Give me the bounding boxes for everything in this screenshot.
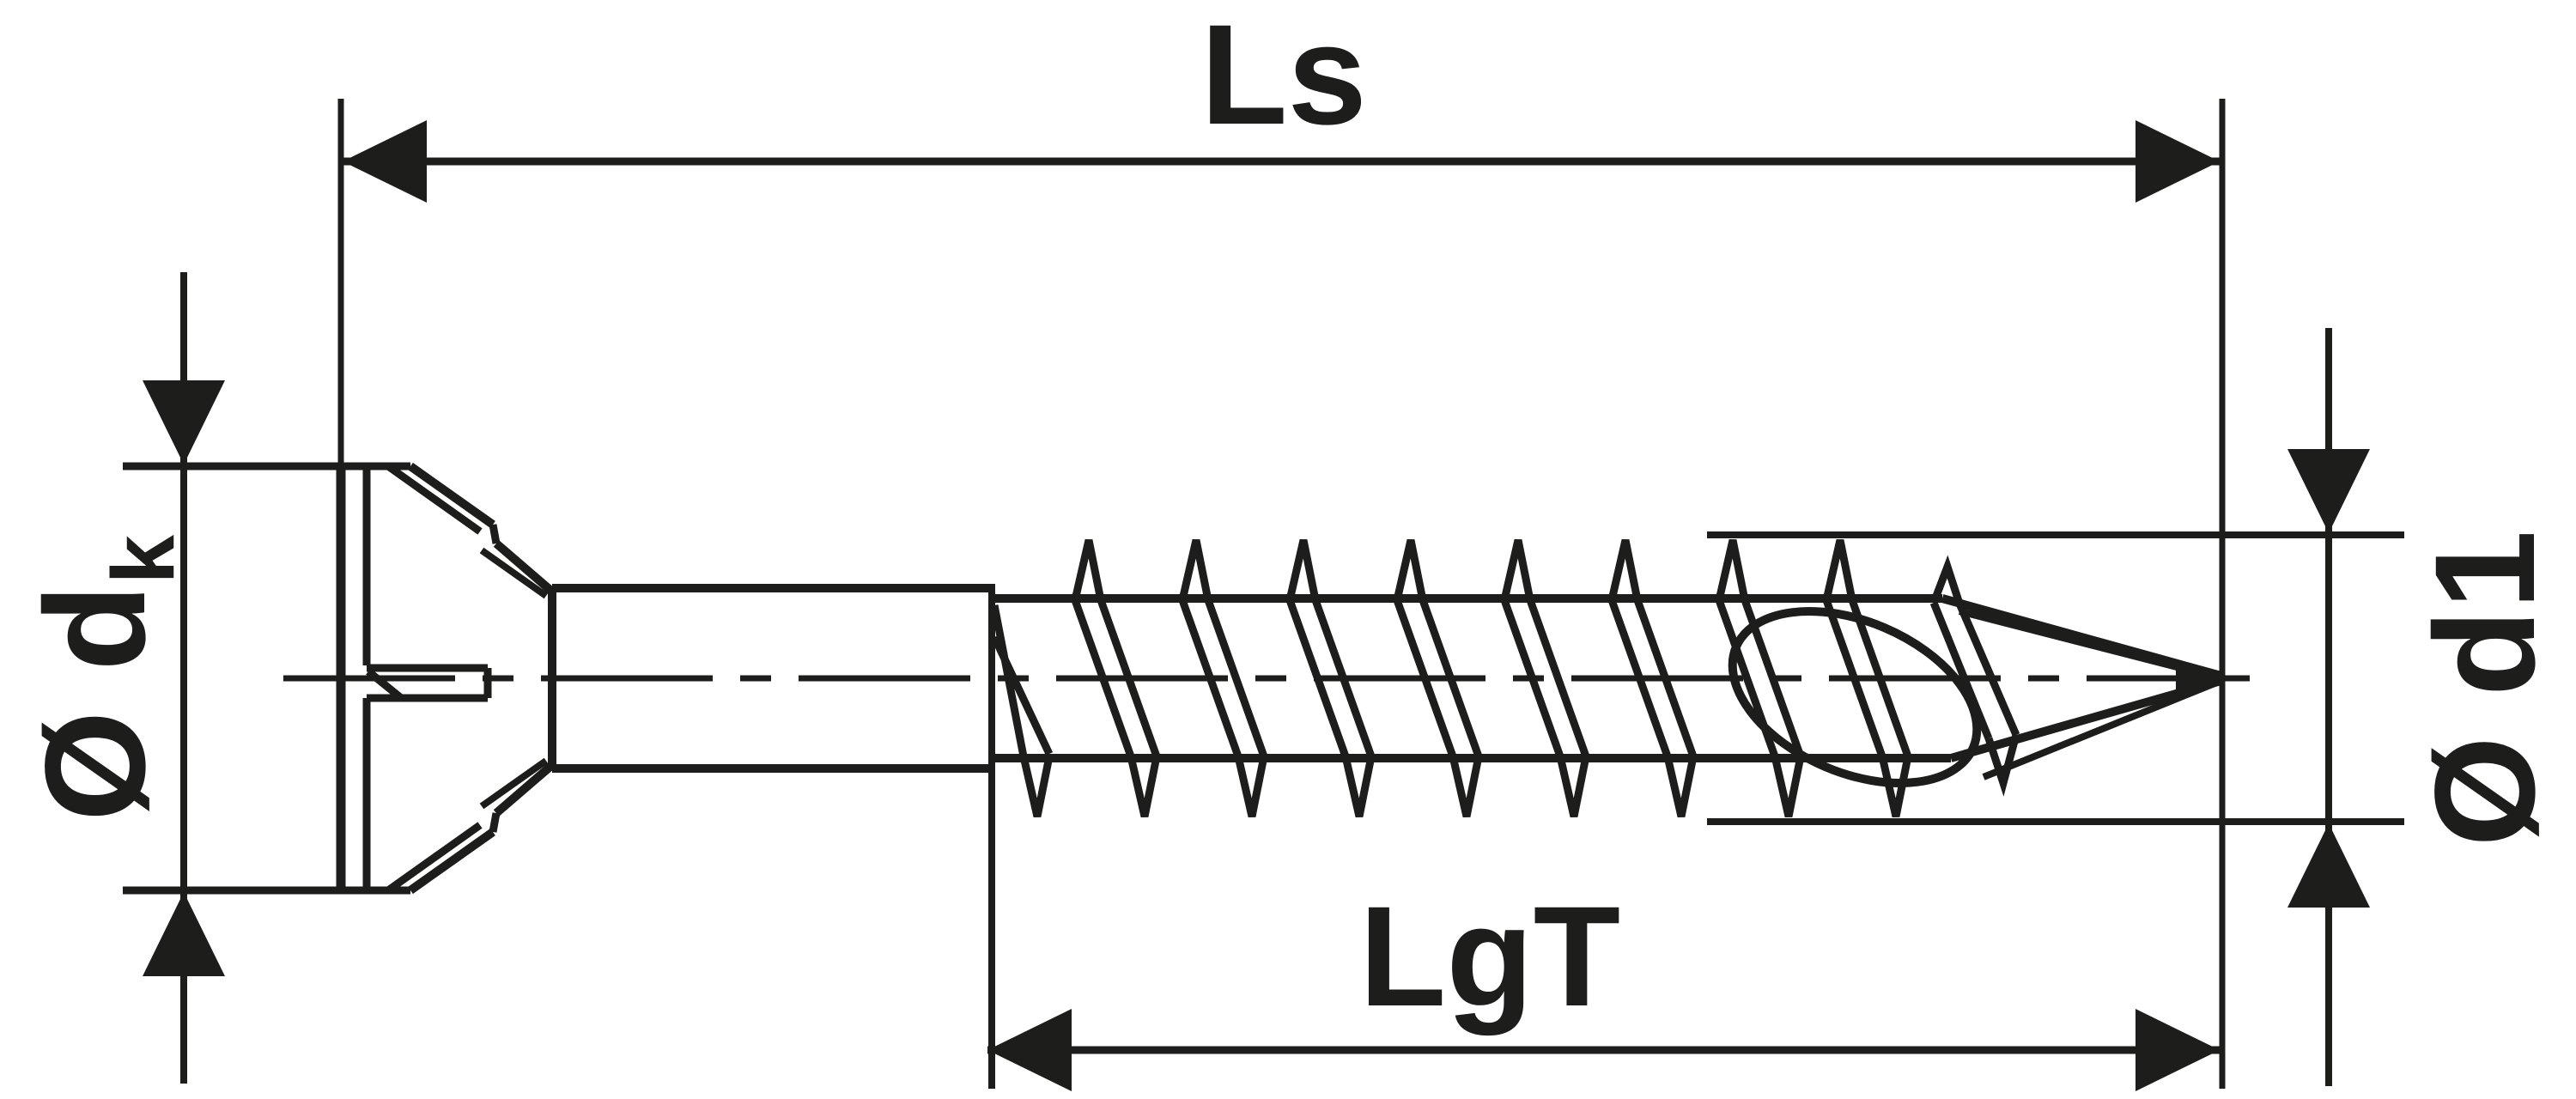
head-chamfer-bottom-outer (408, 828, 495, 895)
tip-flute-edge (1982, 678, 2221, 780)
dk-arrow-down-icon (143, 380, 225, 464)
head-cone-top (493, 540, 556, 595)
lgt-arrow-left-icon (987, 1009, 1072, 1091)
head-chamfer-top-inner (386, 463, 483, 535)
lgt-arrow-right-icon (2136, 1009, 2220, 1091)
screw-thread (990, 538, 2020, 818)
tip-cut-flute (1728, 607, 1982, 787)
ls-arrow-right-icon (2136, 120, 2220, 203)
label-overall-length: Ls (1200, 0, 1367, 155)
screw-tip (1728, 594, 2229, 787)
label-thread-diameter: Ø d1 (2406, 530, 2565, 847)
dimension-dk (123, 272, 410, 1084)
screw-head (336, 462, 556, 895)
d1-arrow-up-icon (2287, 823, 2370, 908)
dimension-ls (337, 99, 2226, 1089)
head-chamfer-top-outer (408, 462, 495, 529)
head-cone-bottom (493, 762, 556, 817)
dimension-d1 (1707, 328, 2404, 1086)
head-chamfer-bottom-step (489, 812, 501, 833)
label-head-diameter: Ø dk (16, 507, 192, 850)
dk-arrow-up-icon (143, 892, 225, 976)
head-chamfer-top-step (489, 524, 501, 544)
ls-arrow-left-icon (343, 120, 427, 203)
head-cone-bottom-inner (479, 757, 549, 810)
label-head-diameter-prefix: Ø d (16, 584, 175, 822)
screw-shank (548, 584, 994, 773)
tip-apex (2176, 659, 2229, 697)
dimension-lgt (987, 584, 2220, 1091)
label-head-diameter-subscript: k (94, 535, 193, 585)
head-cone-top-inner (479, 547, 549, 599)
d1-arrow-down-icon (2287, 449, 2370, 533)
label-thread-length: LgT (1358, 877, 1621, 1036)
head-chamfer-bottom-inner (386, 822, 483, 894)
head-drive-slot (366, 664, 492, 702)
